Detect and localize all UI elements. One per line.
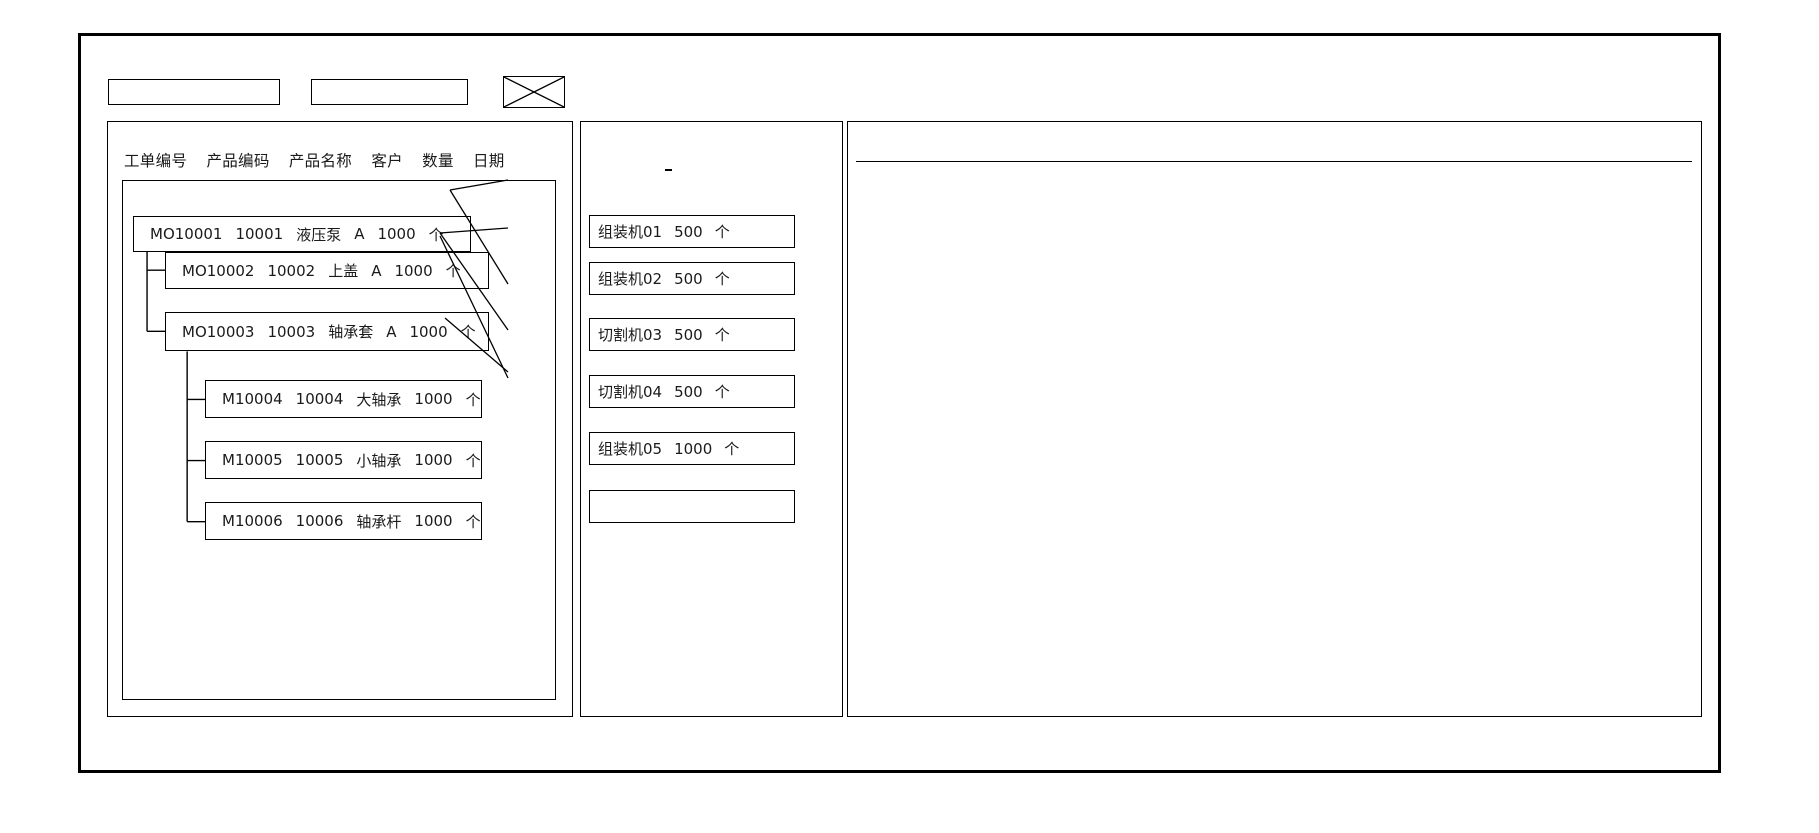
node-product-name: 小轴承 — [356, 451, 402, 470]
node-quantity: 1000 — [414, 451, 453, 469]
node-product-code: 10006 — [295, 512, 344, 530]
column-header-quantity: 数量 — [422, 152, 454, 170]
node-unit: 个 — [428, 225, 444, 244]
tree-node-m10004[interactable]: M10004 10004 大轴承 1000 个 — [205, 380, 482, 418]
tree-node-mo10002[interactable]: MO10002 10002 上盖 A 1000 个 — [165, 252, 489, 289]
node-customer: A — [371, 261, 382, 280]
node-product-code: 10002 — [267, 261, 316, 280]
node-order-no: M10004 — [222, 390, 283, 408]
machine-name: 组装机01 — [598, 223, 663, 241]
node-product-code: 10005 — [295, 451, 344, 469]
machine-quantity: 500 — [674, 222, 703, 241]
detail-panel — [847, 121, 1702, 717]
column-header-order-no: 工单编号 — [124, 152, 188, 170]
machine-name: 切割机03 — [598, 326, 663, 344]
machine-quantity: 1000 — [674, 439, 713, 458]
tree-node-mo10001[interactable]: MO10001 10001 液压泵 A 1000 个 — [133, 216, 471, 252]
node-unit: 个 — [445, 262, 461, 280]
machine-unit: 个 — [724, 440, 740, 458]
node-product-name: 轴承杆 — [356, 512, 402, 531]
work-order-panel: 工单编号 产品编码 产品名称 客户 数量 日期 — [107, 121, 573, 717]
toolbar-input-2[interactable] — [311, 79, 468, 105]
machine-name: 组装机05 — [598, 440, 663, 458]
machine-quantity: 500 — [674, 269, 703, 288]
node-product-code: 10004 — [295, 390, 344, 408]
node-order-no: MO10002 — [182, 261, 255, 280]
node-order-no: MO10001 — [150, 225, 223, 243]
panel-marker-dot — [665, 169, 672, 171]
machine-unit: 个 — [714, 326, 730, 344]
column-header-product-code: 产品编码 — [206, 152, 270, 170]
node-product-name: 轴承套 — [328, 323, 374, 341]
crossed-box-glyph — [504, 77, 564, 107]
work-order-tree: MO10001 10001 液压泵 A 1000 个 MO10002 10002… — [122, 180, 556, 700]
node-product-name: 大轴承 — [356, 390, 402, 409]
machine-quantity: 500 — [674, 325, 703, 344]
node-unit: 个 — [460, 323, 476, 341]
crossed-box-icon[interactable] — [503, 76, 565, 108]
tree-node-m10006[interactable]: M10006 10006 轴承杆 1000 个 — [205, 502, 482, 540]
node-order-no: M10006 — [222, 512, 283, 530]
node-quantity: 1000 — [377, 225, 416, 243]
tree-node-m10005[interactable]: M10005 10005 小轴承 1000 个 — [205, 441, 482, 479]
node-order-no: M10005 — [222, 451, 283, 469]
application-window: 工单编号 产品编码 产品名称 客户 数量 日期 — [78, 33, 1721, 773]
node-customer: A — [386, 322, 397, 341]
machine-item-5[interactable]: 组装机05 1000 个 — [589, 432, 795, 465]
machine-unit: 个 — [714, 383, 730, 401]
node-unit: 个 — [465, 390, 481, 409]
tree-node-mo10003[interactable]: MO10003 10003 轴承套 A 1000 个 — [165, 312, 489, 351]
node-quantity: 1000 — [409, 322, 448, 341]
node-product-code: 10001 — [235, 225, 284, 243]
node-unit: 个 — [465, 451, 481, 470]
machine-name: 组装机02 — [598, 270, 663, 288]
machine-unit: 个 — [714, 223, 730, 241]
node-product-name: 上盖 — [328, 262, 359, 280]
machine-item-empty[interactable] — [589, 490, 795, 523]
node-quantity: 1000 — [394, 261, 433, 280]
machine-item-4[interactable]: 切割机04 500 个 — [589, 375, 795, 408]
machine-quantity: 500 — [674, 382, 703, 401]
detail-panel-header — [856, 130, 1692, 162]
machine-assignment-panel: 组装机01 500 个 组装机02 500 个 切割机03 500 个 切割机0… — [580, 121, 843, 717]
node-product-code: 10003 — [267, 322, 316, 341]
node-quantity: 1000 — [414, 390, 453, 408]
node-order-no: MO10003 — [182, 322, 255, 341]
machine-item-1[interactable]: 组装机01 500 个 — [589, 215, 795, 248]
detail-panel-body — [856, 162, 1692, 702]
column-header-date: 日期 — [473, 152, 505, 170]
node-product-name: 液压泵 — [296, 225, 342, 244]
machine-unit: 个 — [714, 270, 730, 288]
column-header-row: 工单编号 产品编码 产品名称 客户 数量 日期 — [124, 149, 505, 171]
column-header-product-name: 产品名称 — [288, 152, 353, 170]
machine-name: 切割机04 — [598, 383, 663, 401]
node-unit: 个 — [465, 512, 481, 531]
node-quantity: 1000 — [414, 512, 453, 530]
toolbar-input-1[interactable] — [108, 79, 280, 105]
column-header-customer: 客户 — [371, 152, 403, 170]
machine-item-2[interactable]: 组装机02 500 个 — [589, 262, 795, 295]
machine-item-3[interactable]: 切割机03 500 个 — [589, 318, 795, 351]
node-customer: A — [354, 225, 365, 243]
